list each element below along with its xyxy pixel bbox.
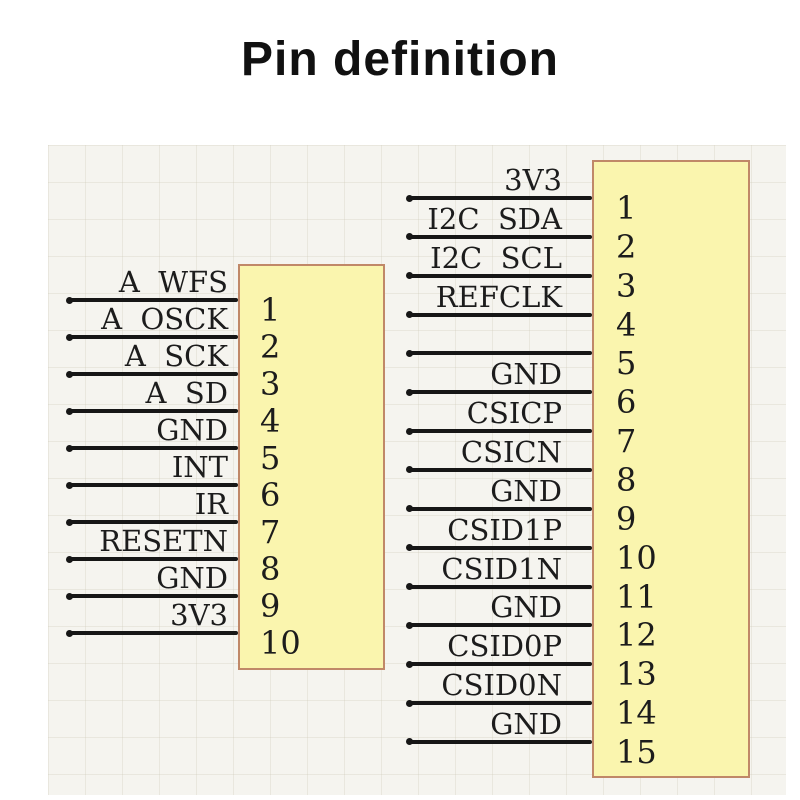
- right-connector-pin-number: 7: [616, 422, 637, 461]
- right-connector-pin-line: [406, 544, 592, 552]
- right-connector-pin-label: GND: [490, 707, 562, 741]
- left-connector-pin-number: 1: [260, 291, 281, 329]
- page-title: Pin definition: [241, 33, 559, 86]
- left-connector-pin-label: IR: [194, 487, 228, 521]
- left-connector-pin-line: [66, 592, 238, 600]
- right-connector-pin-label: GND: [490, 357, 562, 392]
- right-connector-pin-number: 11: [616, 577, 657, 616]
- right-connector-pin-line: [406, 427, 592, 435]
- left-connector-pin-label: RESETN: [99, 524, 228, 558]
- left-connector-body: [238, 264, 385, 670]
- right-connector-pin-line: [406, 233, 592, 241]
- right-connector-pin-line: [406, 272, 592, 280]
- right-connector-pin-label: 3V3: [504, 163, 562, 197]
- right-connector-pin-line: [406, 349, 592, 357]
- right-connector-pin-line: [406, 699, 592, 707]
- left-connector-pin-number: 6: [260, 476, 281, 514]
- right-connector-pin-number: 4: [616, 305, 637, 344]
- right-connector-pin-number: 6: [616, 383, 637, 422]
- right-connector-pin-label: CSICN: [460, 435, 562, 469]
- right-connector-pin-label: I2C SDA: [427, 201, 562, 236]
- right-connector-pin-line: [406, 311, 592, 319]
- right-connector-pin-label: CSICP: [466, 396, 562, 431]
- right-connector-pin-number: 12: [616, 616, 657, 655]
- left-connector-pin-number: 2: [260, 328, 281, 366]
- right-connector-pin-number: 15: [616, 732, 657, 771]
- left-connector-pin-line: [66, 370, 238, 378]
- right-connector-pin-number: 14: [616, 694, 657, 733]
- right-connector-pin-number: 3: [616, 266, 637, 305]
- left-connector-pin-label: GND: [156, 413, 228, 447]
- left-connector-pin-number: 10: [260, 624, 301, 662]
- right-connector-pin-label: GND: [490, 590, 562, 625]
- right-connector-pin-label: GND: [490, 473, 562, 508]
- left-connector-pin-number: 5: [260, 439, 281, 477]
- right-connector-pin-number: 5: [616, 344, 637, 383]
- left-connector-pin-line: [66, 518, 238, 526]
- left-connector-pin-label: A OSCK: [101, 302, 228, 336]
- right-connector-pin-number: 10: [616, 538, 657, 577]
- left-connector-pin-number: 9: [260, 587, 281, 625]
- right-connector-pin-label: CSID1P: [447, 512, 562, 547]
- left-connector-pin-line: [66, 407, 238, 415]
- left-connector-pin-number: 7: [260, 513, 281, 551]
- left-connector-pin-label: A WFS: [118, 265, 228, 299]
- right-connector-pin-line: [406, 621, 592, 629]
- right-connector-pin-label: REFCLK: [435, 279, 562, 314]
- left-connector-pin-label: 3V3: [170, 598, 228, 632]
- right-connector-pin-number: 1: [616, 189, 637, 227]
- left-connector-pin-line: [66, 444, 238, 452]
- right-connector-pin-label: CSID1N: [441, 551, 562, 586]
- right-connector-pin-line: [406, 738, 592, 746]
- left-connector-pin-line: [66, 481, 238, 489]
- left-connector-pin-line: [66, 629, 238, 637]
- left-connector-pin-number: 8: [260, 550, 281, 588]
- right-connector-body: [592, 160, 750, 778]
- left-connector-pin-line: [66, 333, 238, 341]
- right-connector-pin-line: [406, 505, 592, 513]
- right-connector-pin-label: CSID0P: [447, 629, 562, 664]
- left-connector-pin-number: 3: [260, 365, 281, 403]
- left-connector-pin-line: [66, 296, 238, 304]
- left-connector-pin-label: A SD: [145, 376, 229, 410]
- left-connector-pin-label: A SCK: [124, 339, 228, 373]
- left-connector-pin-line: [66, 555, 238, 563]
- right-connector-pin-line: [406, 466, 592, 474]
- left-connector-pin-label: GND: [156, 561, 228, 595]
- right-connector-pin-number: 13: [616, 655, 657, 694]
- right-connector-pin-number: 9: [616, 499, 637, 538]
- right-connector-pin-label: CSID0N: [441, 668, 562, 703]
- left-connector-pin-label: INT: [171, 450, 228, 484]
- right-connector-pin-label: I2C SCL: [430, 240, 562, 275]
- right-connector-pin-line: [406, 583, 592, 591]
- right-connector-pin-line: [406, 660, 592, 668]
- left-connector-pin-number: 4: [260, 402, 281, 440]
- right-connector-pin-number: 8: [616, 460, 637, 499]
- right-connector-pin-number: 2: [616, 227, 637, 266]
- right-connector-pin-line: [406, 194, 592, 202]
- right-connector-pin-line: [406, 388, 592, 396]
